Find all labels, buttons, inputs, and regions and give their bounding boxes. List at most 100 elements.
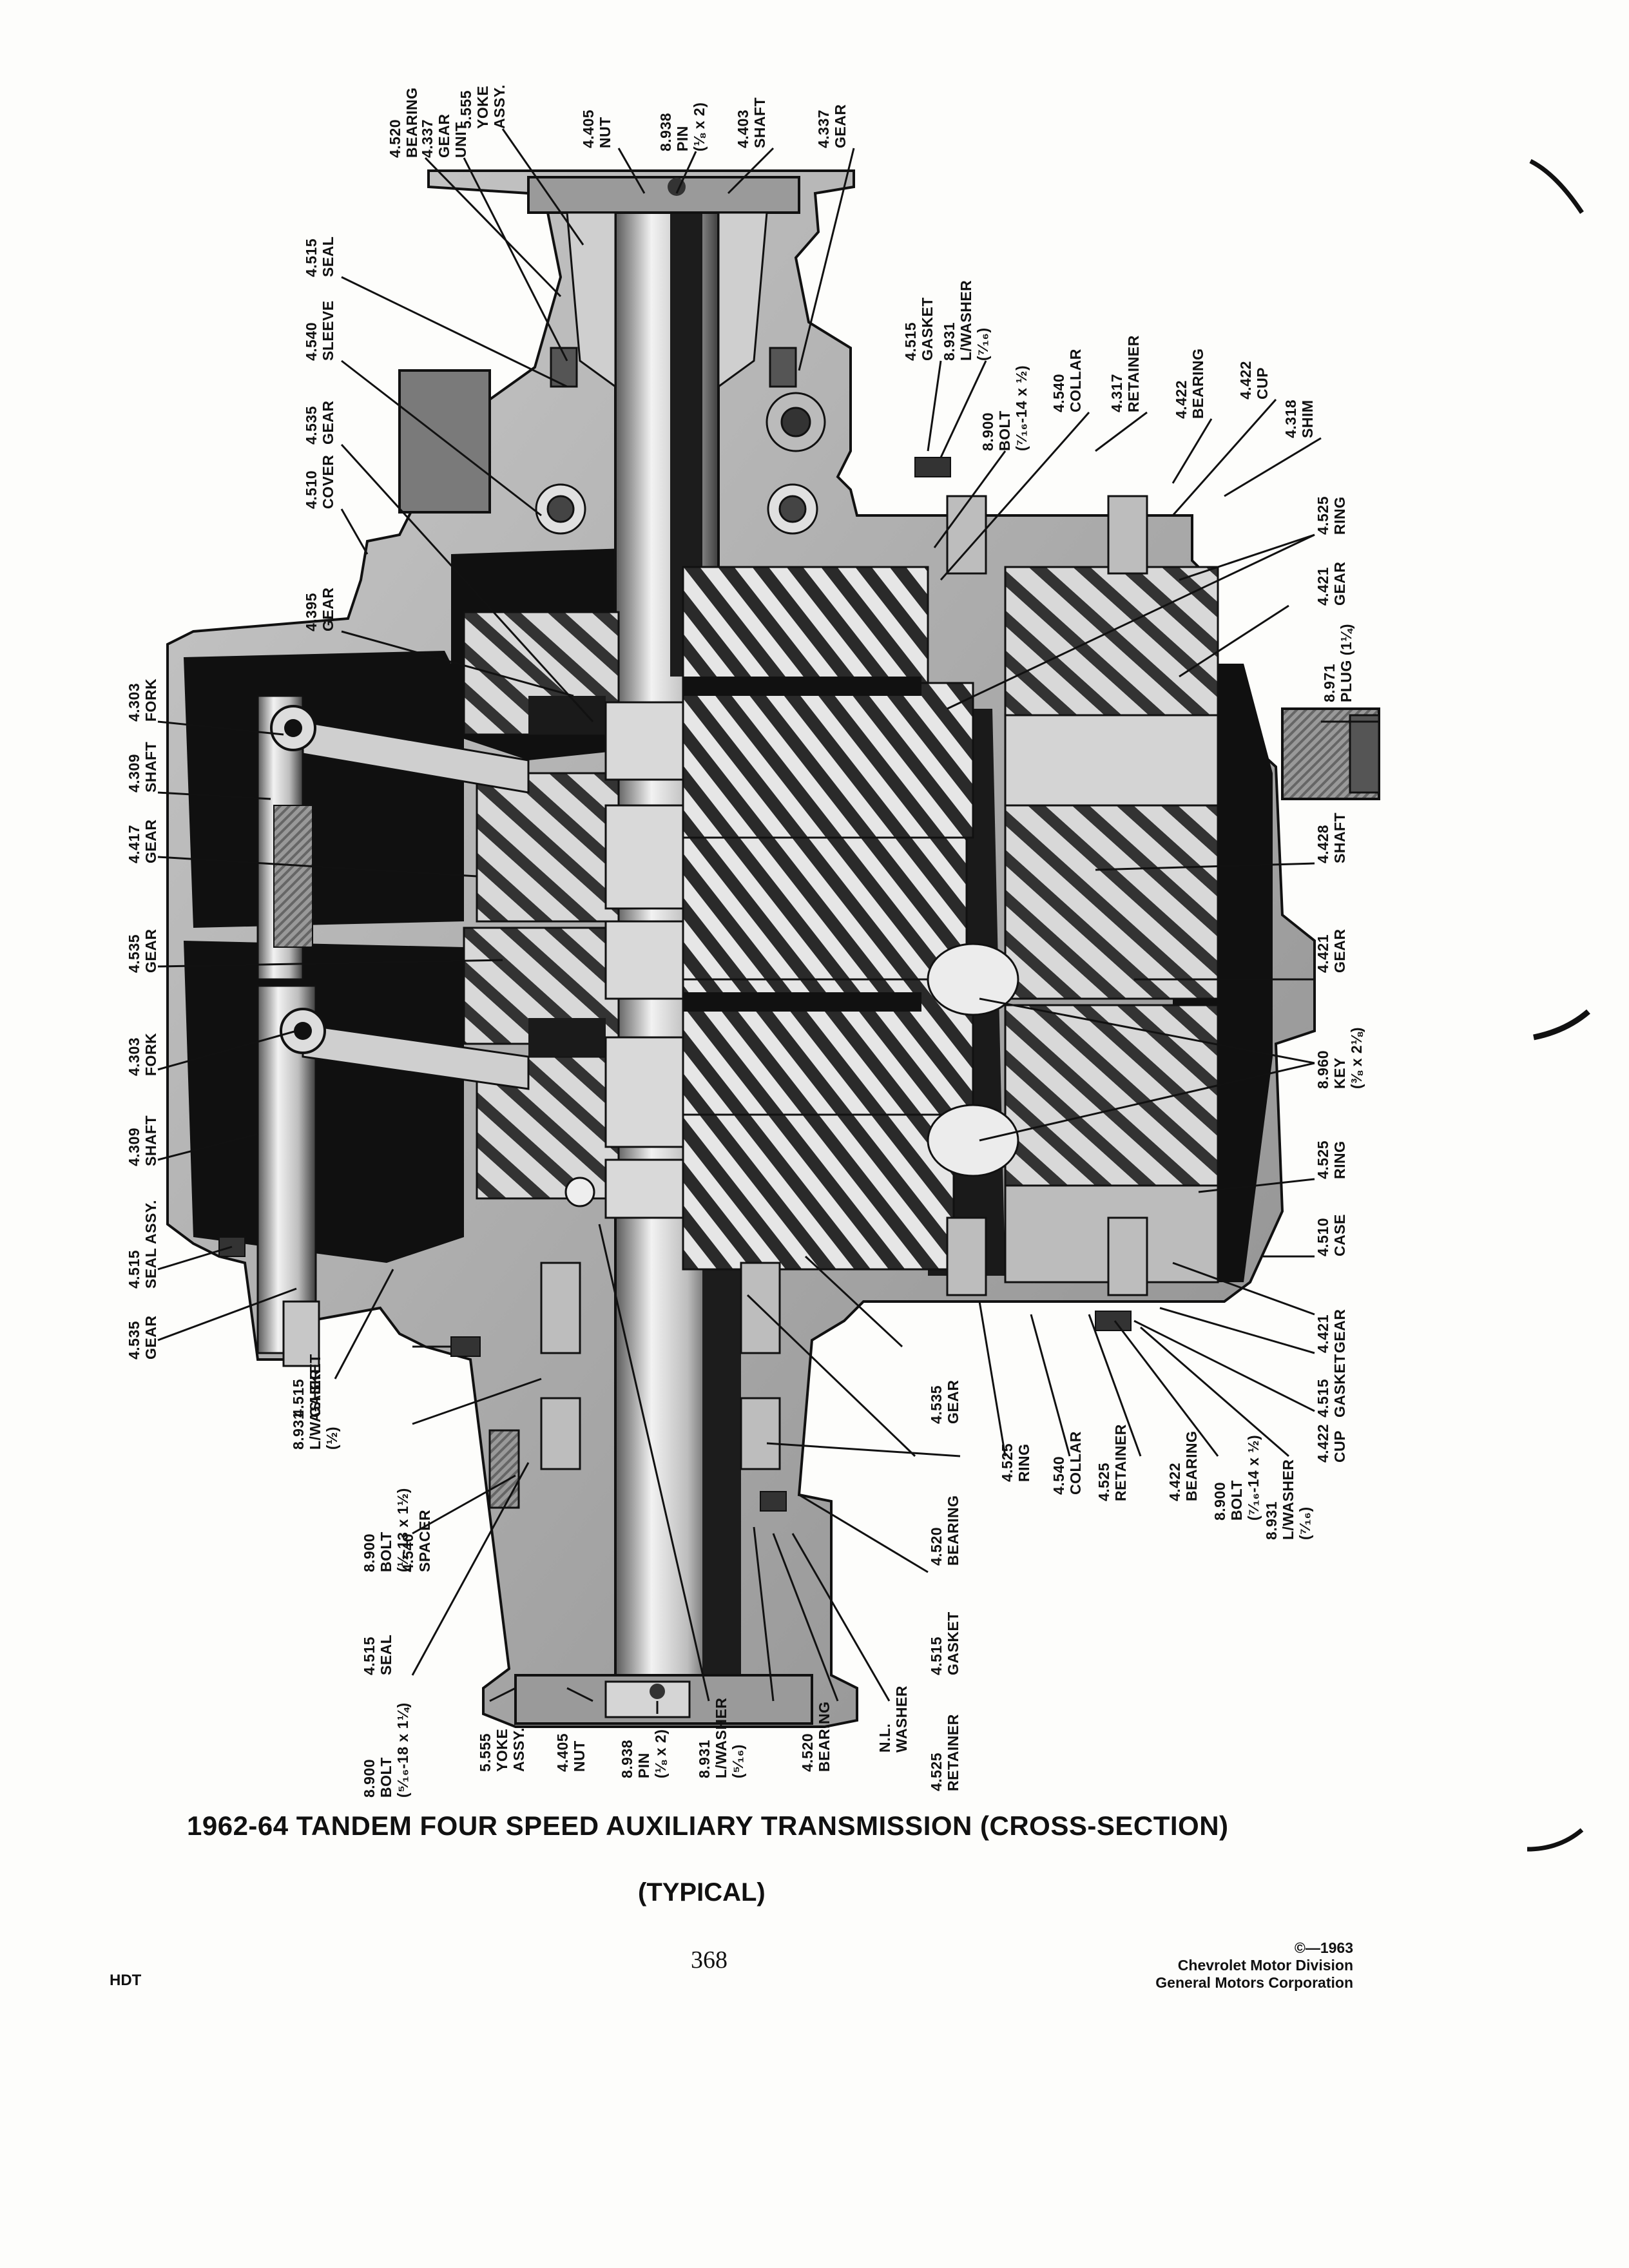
callout-line: CASE <box>1331 1214 1348 1256</box>
callout-line: (⅛ x 2) <box>691 102 708 151</box>
callout-line: FORK <box>142 678 159 722</box>
callout-line: L/WASHER <box>713 1697 729 1778</box>
callout-line: GEAR <box>142 1315 159 1360</box>
callout-line: 8.931 <box>1263 1501 1280 1540</box>
callout-line: PIN <box>635 1753 652 1778</box>
callout-line: SLEEVE <box>320 300 336 361</box>
callout-line: WASHER <box>893 1686 910 1753</box>
callout-line: 4.520 <box>387 119 403 158</box>
callout-line: 4.403 <box>735 109 751 148</box>
callout-line: RETAINER <box>945 1714 961 1791</box>
callout-line: 4.540 <box>303 322 320 361</box>
callout-line: BOLT <box>996 410 1013 451</box>
countershaft-assembly <box>927 566 1219 1283</box>
callout-line: 4.405 <box>554 1733 571 1772</box>
callout-line: 4.422 <box>1315 1423 1331 1463</box>
callout-line: BOLT <box>378 1532 394 1572</box>
callout-line: 4.309 <box>126 753 142 793</box>
callout-line: 4.422 <box>1166 1462 1183 1501</box>
callout-line: GEAR <box>1331 561 1348 606</box>
callout-line: BEARING <box>1183 1430 1200 1501</box>
callout-line: L/WASHER <box>958 280 974 361</box>
callout-line: GEAR <box>142 928 159 973</box>
callout-line: GASKET <box>307 1354 323 1418</box>
callout-line: SHIM <box>1299 399 1316 439</box>
callout-line: 4.317 <box>1108 373 1125 412</box>
callout-line: RING <box>1331 1140 1348 1180</box>
callout-line: N.L. <box>876 1723 893 1753</box>
callout-line: RING <box>1016 1443 1032 1483</box>
callout-line: 4.309 <box>126 1127 142 1166</box>
callout-line: 4.520 <box>799 1733 816 1772</box>
callout-line: BOLT <box>378 1757 394 1798</box>
callout-line: 4.422 <box>1237 360 1254 399</box>
copyright-division: Chevrolet Motor Division <box>1177 1957 1353 1974</box>
clutch-collars <box>604 701 684 1219</box>
callout-line: (⁵⁄₁₆-18 x 1¼) <box>394 1702 411 1798</box>
callout-line: 4.525 <box>1315 495 1331 535</box>
callout-line: SHAFT <box>1331 812 1348 863</box>
callout-line: 4.525 <box>1095 1462 1112 1501</box>
callout-line: SHAFT <box>142 741 159 793</box>
callout-line: (⁷⁄₁₆) <box>974 327 991 361</box>
callout-line: GEAR <box>832 104 849 148</box>
callout-line: (½) <box>323 1427 340 1450</box>
callout-line: 8.900 <box>361 1758 378 1798</box>
callout-line: (½-13 x 1½) <box>394 1488 411 1572</box>
callout-line: 4.510 <box>1315 1217 1331 1256</box>
callout-line: CUP <box>1254 367 1271 399</box>
callout-line: GEAR <box>1331 928 1348 973</box>
callout-line: COLLAR <box>1067 1431 1084 1495</box>
callout-line: 4.525 <box>1315 1140 1331 1179</box>
callout-line: 4.515 <box>290 1378 307 1418</box>
callout-line: BEARING <box>945 1495 961 1566</box>
callout-line: GASKET <box>945 1611 961 1675</box>
callout-line: COLLAR <box>1067 349 1084 412</box>
callout-line: 4.515 <box>303 238 320 277</box>
callout-line: 4.337 <box>419 119 436 158</box>
callout-line: SHAFT <box>751 97 768 148</box>
callout-line: (⁷⁄₁₆) <box>1296 1506 1313 1540</box>
callout-line: RING <box>1331 496 1348 535</box>
callout-line: ASSY. <box>491 84 508 129</box>
callout-line: 4.515 <box>126 1249 142 1289</box>
callout-line: 8.931 <box>941 322 958 361</box>
shift-side-gears <box>463 611 620 1200</box>
callout-line: 4.510 <box>303 470 320 509</box>
page-number: 368 <box>691 1946 728 1974</box>
callout-line: ASSY. <box>510 1727 527 1772</box>
callout-line: GEAR <box>320 400 336 445</box>
callout-line: SHAFT <box>142 1115 159 1166</box>
callout-line: FORK <box>142 1032 159 1076</box>
rear-bearings <box>488 1177 781 1509</box>
